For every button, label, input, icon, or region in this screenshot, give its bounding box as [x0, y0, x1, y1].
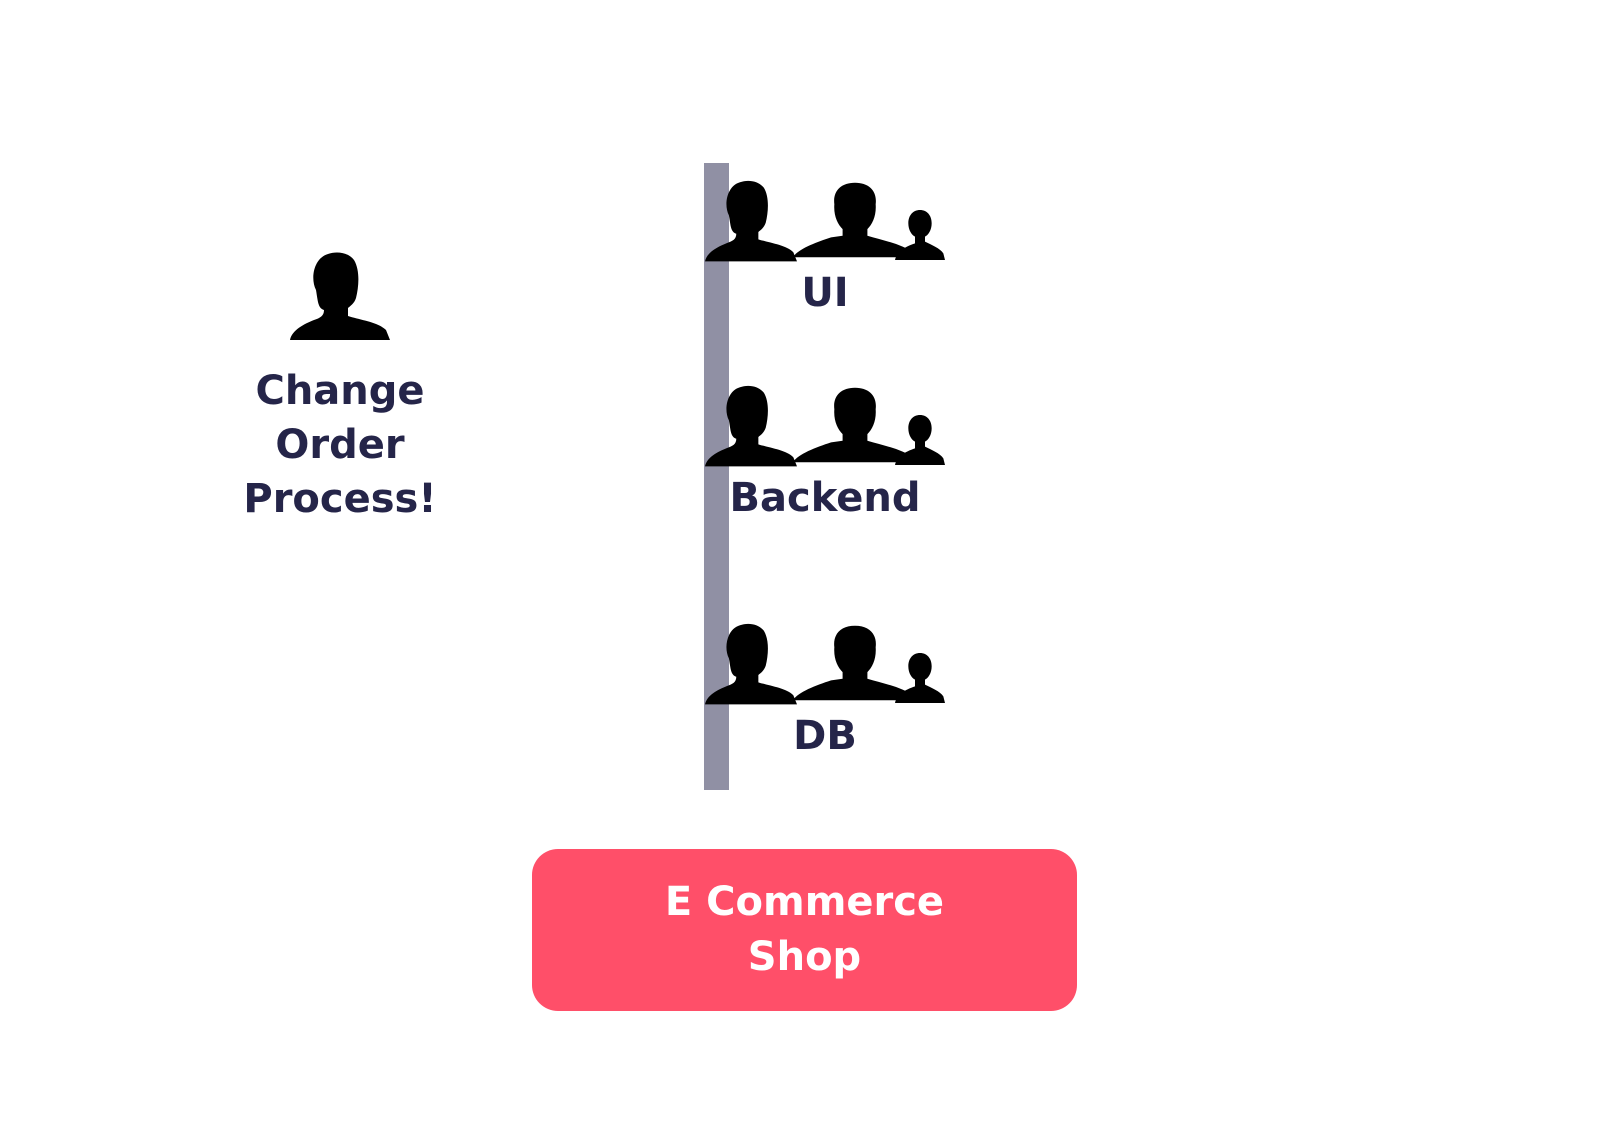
team-label: Backend [729, 475, 921, 521]
team-label: DB [793, 713, 857, 759]
woman-silhouette-icon [290, 250, 390, 340]
team-silhouettes-icon [705, 380, 945, 470]
team-silhouettes-icon [705, 175, 945, 265]
team-backend: Backend [705, 380, 945, 520]
requester-label: Change Order Process! [243, 368, 437, 522]
team-silhouettes-icon [705, 618, 945, 708]
ecommerce-shop-box: E Commerce Shop [532, 849, 1077, 1011]
team-db: DB [705, 618, 945, 758]
requester: Change Order Process! [230, 250, 450, 526]
team-divider-bar [704, 163, 729, 790]
team-ui: UI [705, 175, 945, 315]
team-label: UI [801, 270, 849, 316]
